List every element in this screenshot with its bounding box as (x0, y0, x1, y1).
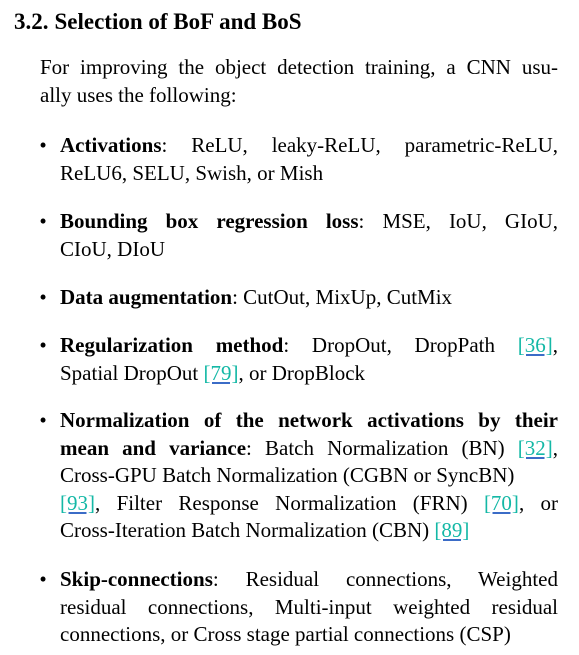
list-item-normalization: • Normalization of the network activatio… (36, 407, 558, 545)
item-line: Spatial DropOut [79], or DropBlock (60, 360, 558, 388)
item-line: Cross-Iteration Batch Normalization (CBN… (60, 517, 558, 545)
item-text: , Filter Response Normalization (FRN) (95, 490, 484, 515)
item-line: Bounding box regression loss: MSE, IoU, … (60, 208, 558, 236)
section-title: Selection of BoF and BoS (54, 9, 302, 34)
item-text: connections, or Cross stage partial conn… (60, 622, 511, 646)
section-number: 3.2. (14, 9, 49, 34)
citation-link[interactable]: [70] (483, 490, 519, 515)
bullet-marker: • (39, 567, 47, 591)
item-line: [93], Filter Response Normalization (FRN… (60, 490, 558, 518)
item-term: Activations (60, 133, 162, 157)
list-item-data-augmentation: • Data augmentation: CutOut, MixUp, CutM… (36, 284, 558, 312)
item-text: ReLU6, SELU, Swish, or Mish (60, 160, 324, 185)
item-text: Spatial DropOut (60, 360, 204, 385)
bullet-marker: • (39, 333, 47, 357)
bullet-marker: • (39, 209, 47, 233)
section-heading: 3.2.Selection of BoF and BoS (14, 7, 302, 37)
list-item-regularization: • Regularization method: DropOut, DropPa… (36, 332, 558, 387)
bullet-marker: • (39, 133, 47, 157)
item-term: Data augmentation (60, 285, 233, 309)
item-term: Normalization of the network activations… (60, 408, 558, 432)
item-text: Cross-Iteration Batch Normalization (CBN… (60, 518, 435, 542)
citation-link[interactable]: [32] (517, 435, 553, 460)
list-item-bbox-loss: • Bounding box regression loss: MSE, IoU… (36, 208, 558, 263)
item-line: Activations: ReLU, leaky-ReLU, parametri… (60, 132, 558, 160)
item-text: : MSE, IoU, GIoU, (358, 209, 558, 233)
item-text: : DropOut, DropPath (283, 333, 518, 357)
bullet-marker: • (39, 285, 47, 309)
item-text: : Residual connections, Weighted (212, 567, 558, 591)
item-text: : Batch Normalization (BN) (246, 435, 518, 460)
item-line: mean and variance: Batch Normalization (… (60, 435, 558, 463)
citation-link[interactable]: [36] (517, 333, 553, 357)
item-term: Regularization method (60, 333, 284, 357)
citation-link[interactable]: [89] (434, 518, 470, 542)
item-term: Bounding box regression loss (60, 209, 359, 233)
item-text: , or (518, 490, 558, 515)
bullet-marker: • (39, 408, 47, 432)
item-line: Regularization method: DropOut, DropPath… (60, 332, 558, 360)
list-item-activations: • Activations: ReLU, leaky-ReLU, paramet… (36, 132, 558, 187)
item-line: Skip-connections: Residual connections, … (60, 566, 558, 594)
item-text: residual connections, Multi-input weight… (60, 594, 558, 619)
item-text: , or DropBlock (238, 360, 366, 385)
citation-link[interactable]: [93] (60, 490, 95, 515)
item-term: mean and variance (60, 435, 247, 460)
intro-line-1: For improving the object detection train… (40, 55, 558, 79)
item-text: , (552, 435, 558, 460)
item-text: CIoU, DIoU (60, 236, 165, 261)
item-text: : ReLU, leaky-ReLU, parametric-ReLU, (161, 133, 559, 157)
item-term: Skip-connections (60, 567, 213, 591)
item-text: Cross-GPU Batch Normalization (CGBN or S… (60, 463, 515, 487)
item-line: Data augmentation: CutOut, MixUp, CutMix (60, 284, 558, 312)
citation-link[interactable]: [79] (203, 360, 239, 385)
list-item-skip-connections: • Skip-connections: Residual connections… (36, 566, 558, 649)
intro-paragraph: For improving the object detection train… (14, 53, 558, 109)
item-text: , (552, 333, 558, 357)
intro-line-2: ally uses the following: (40, 83, 237, 107)
item-text: : CutOut, MixUp, CutMix (232, 285, 453, 309)
